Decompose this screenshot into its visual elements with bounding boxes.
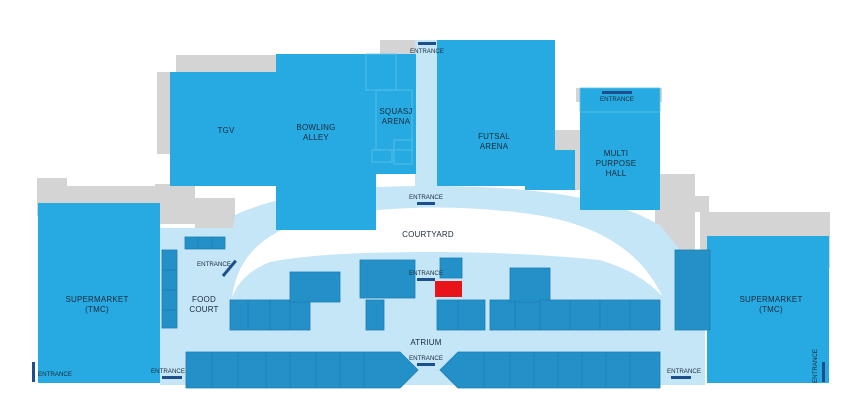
shop-dividers [162, 237, 631, 388]
futsal-label-2: ARENA [480, 142, 509, 151]
squash-label-1: SQUASJ [379, 107, 412, 116]
futsal-label-1: FUTSAL [478, 132, 510, 141]
supermarket-right-label-1: SUPERMARKET [739, 295, 802, 304]
supermarket-right-label-2: (TMC) [759, 305, 783, 314]
supermarket-left-label-1: SUPERMARKET [65, 295, 128, 304]
entrance-top-label: ENTRANCE [410, 48, 444, 55]
squash-label-2: ARENA [382, 117, 411, 126]
entrance-atrium-label: ENTRANCE [409, 355, 443, 362]
multi-purpose-label-1: MULTI [604, 149, 628, 158]
anchor-tenants [38, 40, 829, 383]
entrance-bottom-right-label: ENTRANCE [667, 368, 701, 375]
multi-purpose-label-3: HALL [606, 169, 627, 178]
entrance-courtyard-north-label: ENTRANCE [409, 194, 443, 201]
courtyard-label: COURTYARD [402, 230, 454, 239]
courtyard [232, 207, 662, 298]
bowling-label-2: ALLEY [303, 133, 329, 142]
entrance-multi-hall-label: ENTRANCE [600, 96, 634, 103]
entrance-courtyard-south-label: ENTRANCE [409, 270, 443, 277]
entrance-far-left-label: ENTRANCE [38, 371, 72, 378]
supermarket-left-label-2: (TMC) [85, 305, 109, 314]
tgv-label: TGV [217, 126, 235, 135]
entrance-bottom-left-label: ENTRANCE [151, 368, 185, 375]
multi-purpose-label-2: PURPOSE [596, 159, 637, 168]
entrance-markers [32, 42, 825, 382]
food-court-label-2: COURT [189, 305, 218, 314]
shop-units [161, 236, 711, 389]
food-court-label-1: FOOD [192, 295, 216, 304]
entrance-food-court-label: ENTRANCE [197, 261, 231, 268]
bowling-label-1: BOWLING [296, 123, 335, 132]
anchor-outlines [365, 53, 661, 165]
atrium-label: ATRIUM [410, 338, 441, 347]
you-are-here-marker[interactable] [435, 281, 462, 297]
entrance-far-right-label: ENTRANCE [812, 349, 819, 383]
